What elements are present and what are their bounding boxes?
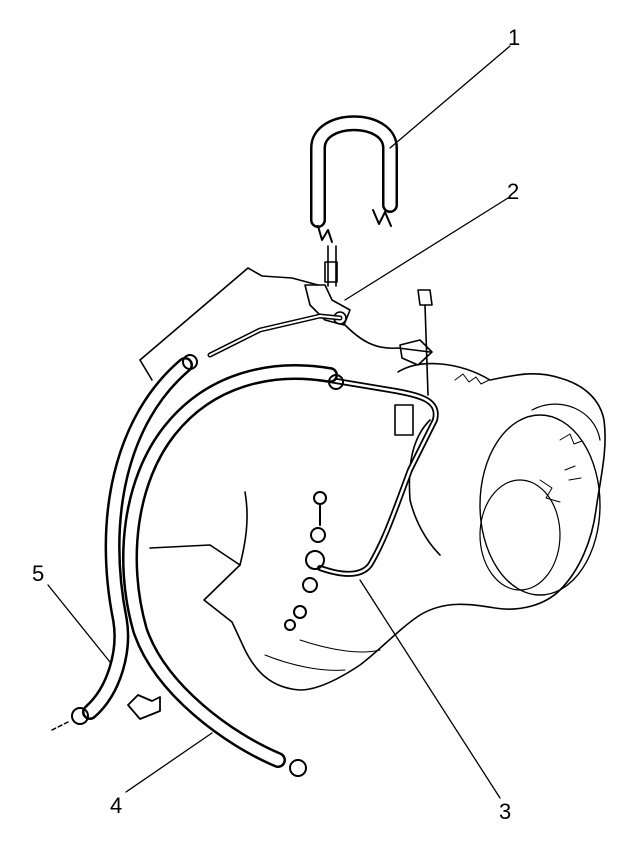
cooler-pipe-part-3 <box>207 313 439 631</box>
leader-line-2 <box>344 197 509 301</box>
leader-line-5 <box>47 584 111 663</box>
leader-line-3 <box>359 579 501 799</box>
callout-4: 4 <box>110 793 123 818</box>
transmission-housing <box>139 267 606 691</box>
leader-line-4 <box>125 732 213 793</box>
vent-hose-part-1 <box>310 115 398 287</box>
leader-lines <box>47 45 511 799</box>
hose-part-5 <box>51 357 193 731</box>
callout-2: 2 <box>507 179 520 204</box>
callout-1: 1 <box>508 25 521 50</box>
leader-line-1 <box>389 45 511 149</box>
callout-5: 5 <box>32 561 45 586</box>
callout-3: 3 <box>499 799 512 824</box>
hose-part-4 <box>122 354 344 777</box>
vent-fitting-part-2 <box>304 284 433 396</box>
